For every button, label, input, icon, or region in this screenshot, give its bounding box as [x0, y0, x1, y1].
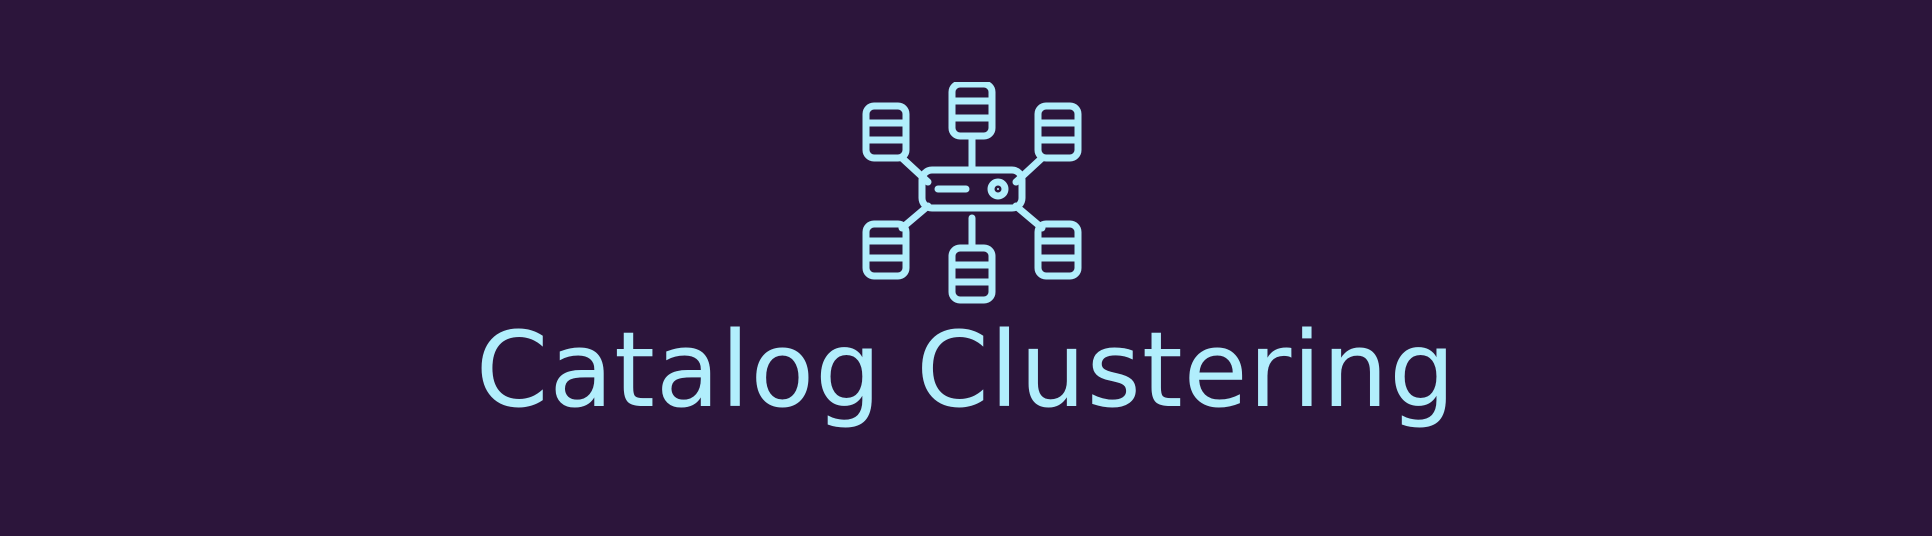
database-icon-bottom-left [862, 220, 910, 280]
hub-device-icon [918, 166, 1026, 212]
database-icon-top-left [862, 102, 910, 162]
database-icon-bottom-right [1034, 220, 1082, 280]
database-icon-bottom [948, 244, 996, 304]
banner-title: Catalog Clustering [475, 309, 1457, 431]
database-icon-top-right [1034, 102, 1082, 162]
server-cluster-icon [862, 82, 1082, 304]
database-icon-top [948, 82, 996, 140]
